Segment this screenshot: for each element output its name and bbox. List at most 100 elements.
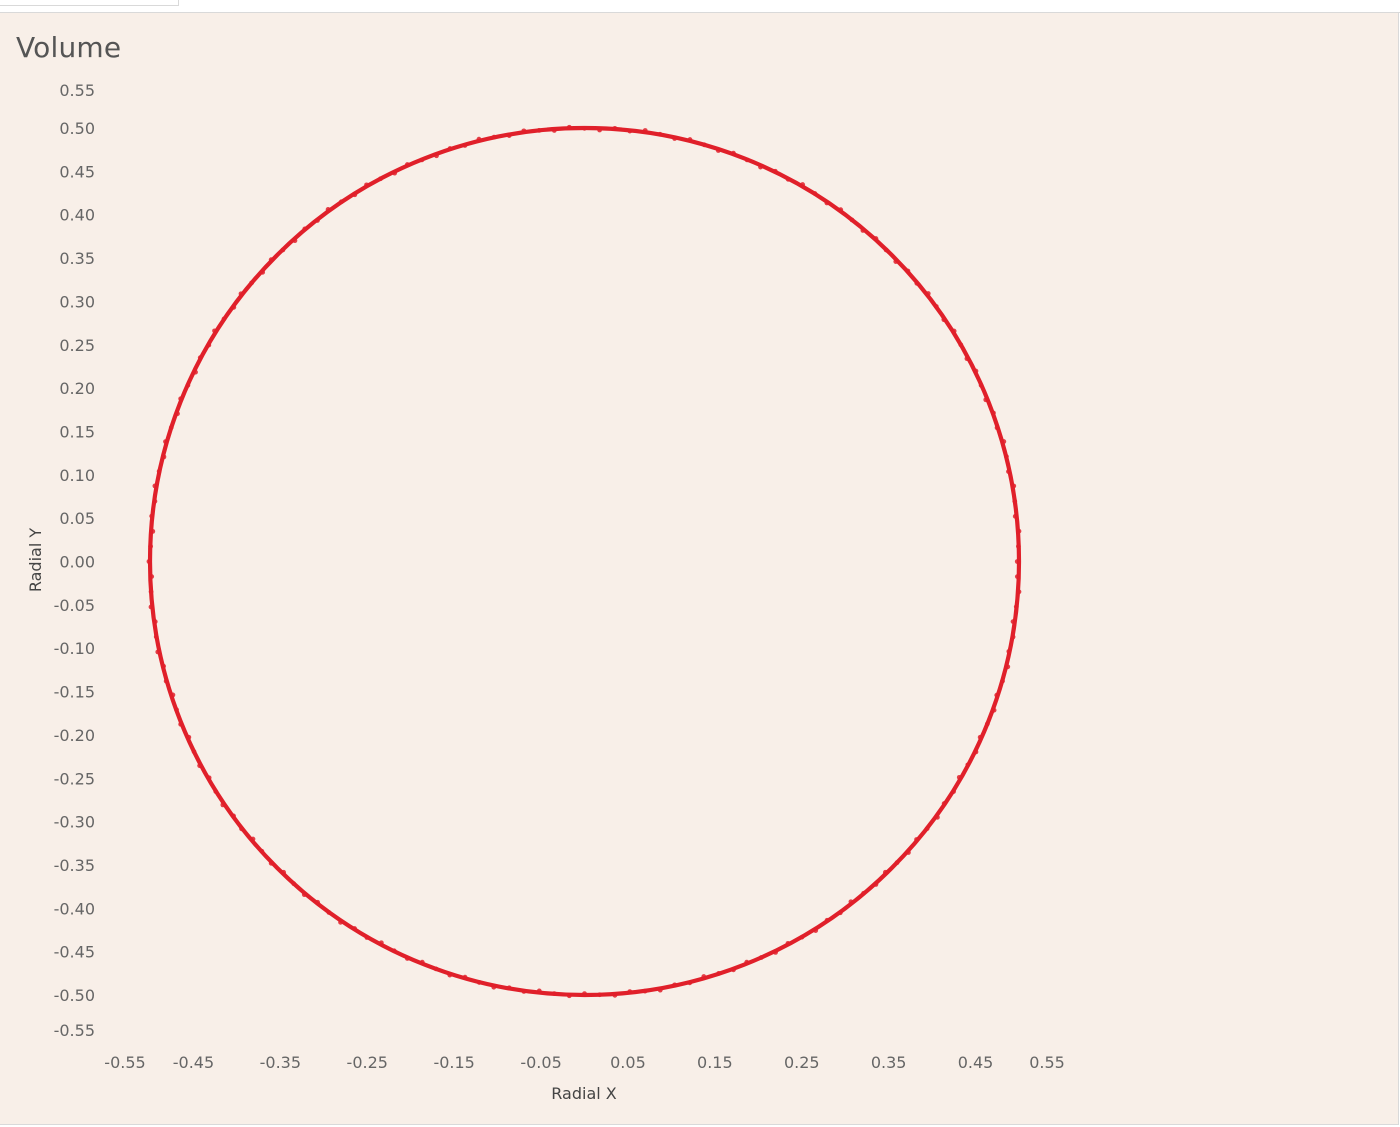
data-point (161, 454, 167, 460)
data-point (197, 355, 203, 361)
data-point (715, 148, 721, 153)
data-point (978, 382, 984, 388)
data-point (849, 217, 855, 223)
y-tick-label: -0.30 (54, 813, 95, 832)
data-point (984, 721, 990, 727)
data-point (419, 157, 425, 163)
data-point (906, 850, 911, 855)
data-point (612, 992, 618, 998)
data-point (152, 483, 158, 489)
data-point (434, 153, 439, 159)
data-point (238, 291, 244, 297)
plot-area (146, 124, 1022, 999)
data-point (193, 369, 198, 375)
data-point (1010, 619, 1016, 624)
y-tick-label: 0.35 (59, 249, 95, 268)
data-point (191, 749, 197, 754)
data-point (536, 988, 542, 994)
data-point (744, 959, 750, 965)
data-point (302, 226, 308, 232)
y-tick-label: -0.55 (54, 1021, 95, 1040)
data-point (301, 892, 307, 898)
data-point (873, 882, 879, 887)
y-tick-label: -0.10 (54, 639, 95, 658)
data-point (259, 848, 265, 854)
data-point (799, 934, 805, 940)
data-point (197, 763, 203, 769)
x-tick-label: 0.55 (1029, 1053, 1065, 1072)
data-point (1013, 604, 1019, 610)
data-point (941, 317, 947, 323)
data-point (597, 992, 603, 998)
data-point (731, 967, 736, 973)
data-point (657, 987, 663, 993)
data-point (352, 192, 358, 198)
data-point (812, 191, 818, 196)
data-point (933, 304, 939, 309)
y-tick-label: 0.10 (59, 466, 95, 485)
data-point (951, 789, 956, 794)
data-point (419, 959, 425, 965)
data-point (813, 928, 819, 933)
data-point (338, 199, 344, 205)
data-point (977, 734, 983, 740)
x-tick-label: -0.45 (173, 1053, 214, 1072)
data-point (212, 328, 217, 334)
y-tick-label: -0.50 (54, 986, 95, 1005)
x-tick-label: -0.05 (520, 1053, 561, 1072)
data-point (785, 940, 791, 946)
data-point (174, 707, 179, 713)
data-point (642, 988, 648, 994)
data-point (447, 146, 453, 151)
data-point (983, 397, 989, 403)
data-point (597, 127, 603, 133)
data-point (731, 150, 736, 156)
data-point (163, 678, 169, 684)
data-point (1012, 498, 1018, 504)
x-tick-label: 0.05 (610, 1053, 646, 1072)
data-point (250, 836, 256, 842)
data-point (185, 382, 191, 388)
data-point (773, 949, 778, 955)
data-point (837, 910, 843, 916)
data-point (231, 304, 237, 310)
data-point (281, 869, 287, 875)
data-point (941, 801, 947, 806)
data-point (249, 280, 255, 286)
y-tick-label: 0.45 (59, 162, 95, 181)
data-point (168, 425, 174, 430)
data-point (1001, 439, 1007, 444)
data-point (642, 128, 648, 133)
data-point (506, 133, 512, 139)
data-point (991, 410, 996, 416)
data-point (873, 236, 879, 241)
data-point (687, 137, 693, 142)
data-point (462, 143, 468, 148)
data-point (672, 136, 678, 141)
data-point (149, 513, 155, 519)
data-point (925, 291, 931, 296)
data-point (153, 634, 159, 640)
data-point (824, 200, 830, 206)
data-point (150, 528, 156, 534)
data-point (352, 926, 358, 931)
data-point (338, 919, 343, 925)
data-point (175, 411, 180, 417)
data-point (785, 176, 791, 182)
data-point (326, 910, 332, 915)
data-point (965, 762, 971, 768)
y-tick-label: 0.30 (59, 292, 95, 311)
data-point (206, 342, 212, 348)
x-tick-label: -0.35 (260, 1053, 301, 1072)
data-point (476, 136, 482, 142)
data-point (149, 574, 155, 579)
data-point (772, 168, 778, 174)
data-point (824, 917, 830, 923)
sheet-tab[interactable] (0, 0, 179, 6)
data-point (325, 206, 331, 212)
data-point (491, 134, 497, 140)
data-point (521, 128, 527, 134)
data-point (716, 971, 722, 976)
data-point (1005, 664, 1011, 670)
